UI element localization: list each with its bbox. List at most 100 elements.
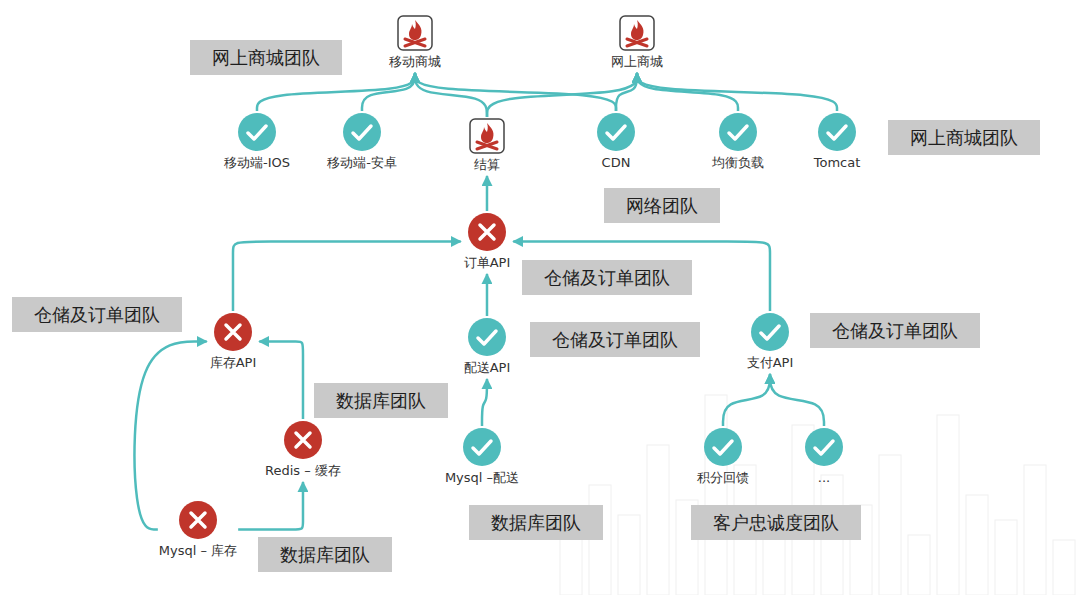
node-label: 移动端-IOS — [224, 154, 290, 171]
team-label-box: 仓储及订单团队 — [522, 260, 692, 295]
team-name: 数据库团队 — [491, 512, 581, 533]
ok-icon — [817, 112, 857, 152]
team-name: 网上商城团队 — [910, 127, 1018, 148]
connector — [616, 73, 637, 111]
fire-icon — [619, 15, 655, 51]
node-label: ... — [818, 469, 830, 486]
skyline-building — [560, 535, 582, 595]
background-skyline — [560, 395, 1075, 595]
skyline-building — [589, 485, 611, 595]
service-node: 配送API — [464, 317, 511, 376]
connector — [257, 73, 415, 111]
skyline-building — [995, 520, 1017, 595]
node-label: 支付API — [747, 354, 794, 371]
node-label: Tomcat — [814, 154, 861, 171]
team-label-box: 网上商城团队 — [888, 120, 1040, 155]
connector — [415, 73, 487, 117]
ok-icon — [750, 312, 790, 352]
ok-icon — [467, 317, 507, 357]
connector — [486, 176, 489, 211]
node-label: Redis – 缓存 — [265, 462, 341, 479]
node-label: CDN — [602, 154, 631, 171]
connector — [770, 374, 824, 426]
node-label: 配送API — [464, 359, 511, 376]
service-node: 网上商城 — [611, 15, 663, 70]
fire-icon — [469, 118, 505, 154]
connector — [486, 274, 489, 316]
err-icon — [283, 420, 323, 460]
ok-icon — [804, 427, 844, 467]
team-name: 数据库团队 — [336, 390, 426, 411]
ok-icon — [237, 112, 277, 152]
skyline-building — [966, 495, 988, 595]
fire-icon — [397, 15, 433, 51]
service-node: Mysql –配送 — [445, 427, 519, 486]
node-label: 库存API — [210, 354, 257, 371]
team-name: 网上商城团队 — [212, 47, 320, 68]
service-node: CDN — [596, 112, 636, 171]
node-label: 移动商城 — [389, 53, 441, 70]
team-label-box: 客户忠诚度团队 — [691, 505, 861, 540]
ok-icon — [342, 112, 382, 152]
team-name: 仓储及订单团队 — [832, 320, 958, 341]
connector — [259, 342, 303, 420]
team-label-box: 数据库团队 — [258, 537, 392, 572]
service-node: 订单API — [464, 212, 511, 271]
skyline-building — [1024, 465, 1046, 595]
connector — [362, 73, 415, 111]
service-node: 移动端-安卓 — [327, 112, 397, 171]
service-node: Mysql – 库存 — [159, 500, 237, 559]
team-label-box: 数据库团队 — [314, 383, 448, 418]
team-label-box: 网络团队 — [604, 188, 720, 223]
service-node: Tomcat — [814, 112, 861, 171]
skyline-building — [937, 415, 959, 595]
err-icon — [178, 500, 218, 540]
node-label: Mysql – 库存 — [159, 542, 237, 559]
team-name: 数据库团队 — [280, 544, 370, 565]
connector — [233, 242, 461, 312]
service-node: 库存API — [210, 312, 257, 371]
team-name: 仓储及订单团队 — [34, 304, 160, 325]
connector — [487, 73, 637, 117]
service-node: 结算 — [469, 118, 505, 173]
skyline-building — [1053, 540, 1075, 595]
team-label-box: 仓储及订单团队 — [530, 322, 700, 357]
connector-group — [135, 73, 837, 530]
service-node: 积分回馈 — [697, 427, 749, 486]
connector — [723, 374, 770, 426]
connector — [415, 73, 616, 111]
team-label-box: 数据库团队 — [469, 505, 603, 540]
team-name: 网络团队 — [626, 195, 698, 216]
team-label-box: 网上商城团队 — [190, 40, 342, 75]
ok-icon — [462, 427, 502, 467]
service-node: 移动商城 — [389, 15, 441, 70]
service-node: ... — [804, 427, 844, 486]
node-label: 积分回馈 — [697, 469, 749, 486]
skyline-building — [879, 455, 901, 595]
connector — [513, 242, 770, 312]
node-label: 均衡负载 — [712, 154, 764, 171]
team-label-box: 仓储及订单团队 — [810, 313, 980, 348]
node-label: 订单API — [464, 254, 511, 271]
err-icon — [213, 312, 253, 352]
ok-icon — [718, 112, 758, 152]
service-node: 支付API — [747, 312, 794, 371]
err-icon — [467, 212, 507, 252]
team-label-box: 仓储及订单团队 — [12, 297, 182, 332]
connector — [238, 482, 303, 530]
team-name: 仓储及订单团队 — [544, 267, 670, 288]
service-node: 均衡负载 — [712, 112, 764, 171]
ok-icon — [703, 427, 743, 467]
connector — [637, 73, 837, 111]
ok-icon — [596, 112, 636, 152]
node-label: 网上商城 — [611, 53, 663, 70]
skyline-building — [908, 535, 930, 595]
service-node: Redis – 缓存 — [265, 420, 341, 479]
connector — [482, 379, 487, 426]
team-name: 仓储及订单团队 — [552, 329, 678, 350]
skyline-building — [618, 515, 640, 595]
node-label: 移动端-安卓 — [327, 154, 397, 171]
team-name: 客户忠诚度团队 — [713, 512, 839, 533]
service-node: 移动端-IOS — [224, 112, 290, 171]
